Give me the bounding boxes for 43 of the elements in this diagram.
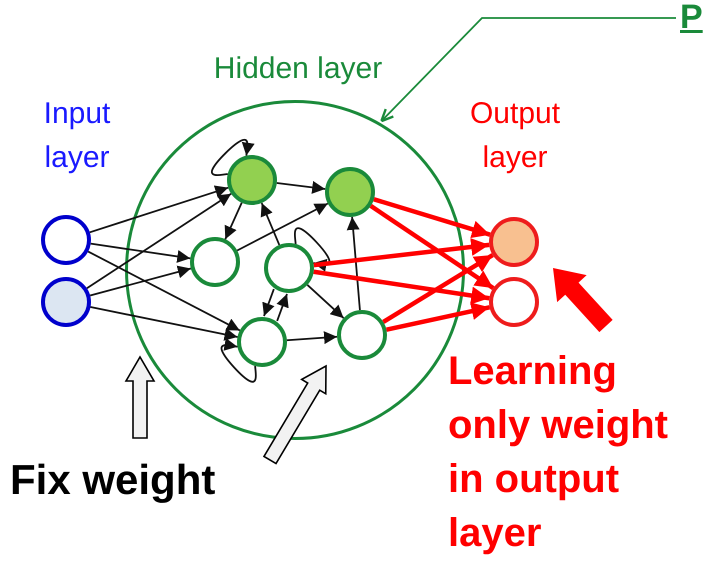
neuron-circle (41, 215, 91, 265)
connection-arrow (90, 242, 190, 263)
connection-arrow (286, 331, 338, 344)
weight-arrow (370, 204, 494, 290)
connection-arrow (346, 216, 361, 310)
neuron-circle (237, 317, 287, 367)
block-arrow (262, 364, 327, 465)
neuron-circle (227, 155, 277, 205)
heading-text: P (680, 0, 703, 37)
layer-label: Output layer (468, 96, 562, 176)
layer-title: Hidden layer (212, 52, 384, 86)
block-arrow (124, 355, 156, 439)
annotation-text: Fix weight (10, 456, 216, 504)
neuron-circle (41, 277, 91, 327)
weight-arrow (314, 238, 490, 268)
self-loop-arrow (220, 338, 257, 383)
block-arrow (553, 268, 613, 332)
connection-arrow (276, 294, 289, 322)
connection-arrow (306, 284, 344, 319)
neuron-circle (190, 237, 240, 287)
connection-arrow (90, 185, 228, 234)
connection-arrow (224, 202, 243, 240)
connection-arrow (260, 202, 280, 246)
connection-arrow (236, 202, 328, 252)
annotation-text: Learning only weight in output layer (448, 344, 693, 560)
weight-arrow (382, 253, 494, 324)
connection-arrow (90, 306, 238, 341)
weight-arrow (313, 270, 490, 304)
leader-line (380, 17, 676, 122)
neuron-circle (325, 167, 375, 217)
self-loop-arrow (211, 138, 255, 176)
connection-arrow (88, 250, 240, 332)
connection-arrow (86, 192, 232, 290)
connection-arrow (90, 266, 192, 296)
neuron-circle (489, 277, 539, 327)
weight-arrow (386, 302, 490, 332)
neuron-circle (264, 243, 314, 293)
layer-label: Input layer (42, 96, 112, 176)
weight-arrow (373, 197, 491, 238)
neuron-circle (337, 310, 387, 360)
connection-arrow (262, 288, 275, 316)
neuron-circle (489, 217, 539, 267)
connection-arrow (276, 180, 326, 194)
